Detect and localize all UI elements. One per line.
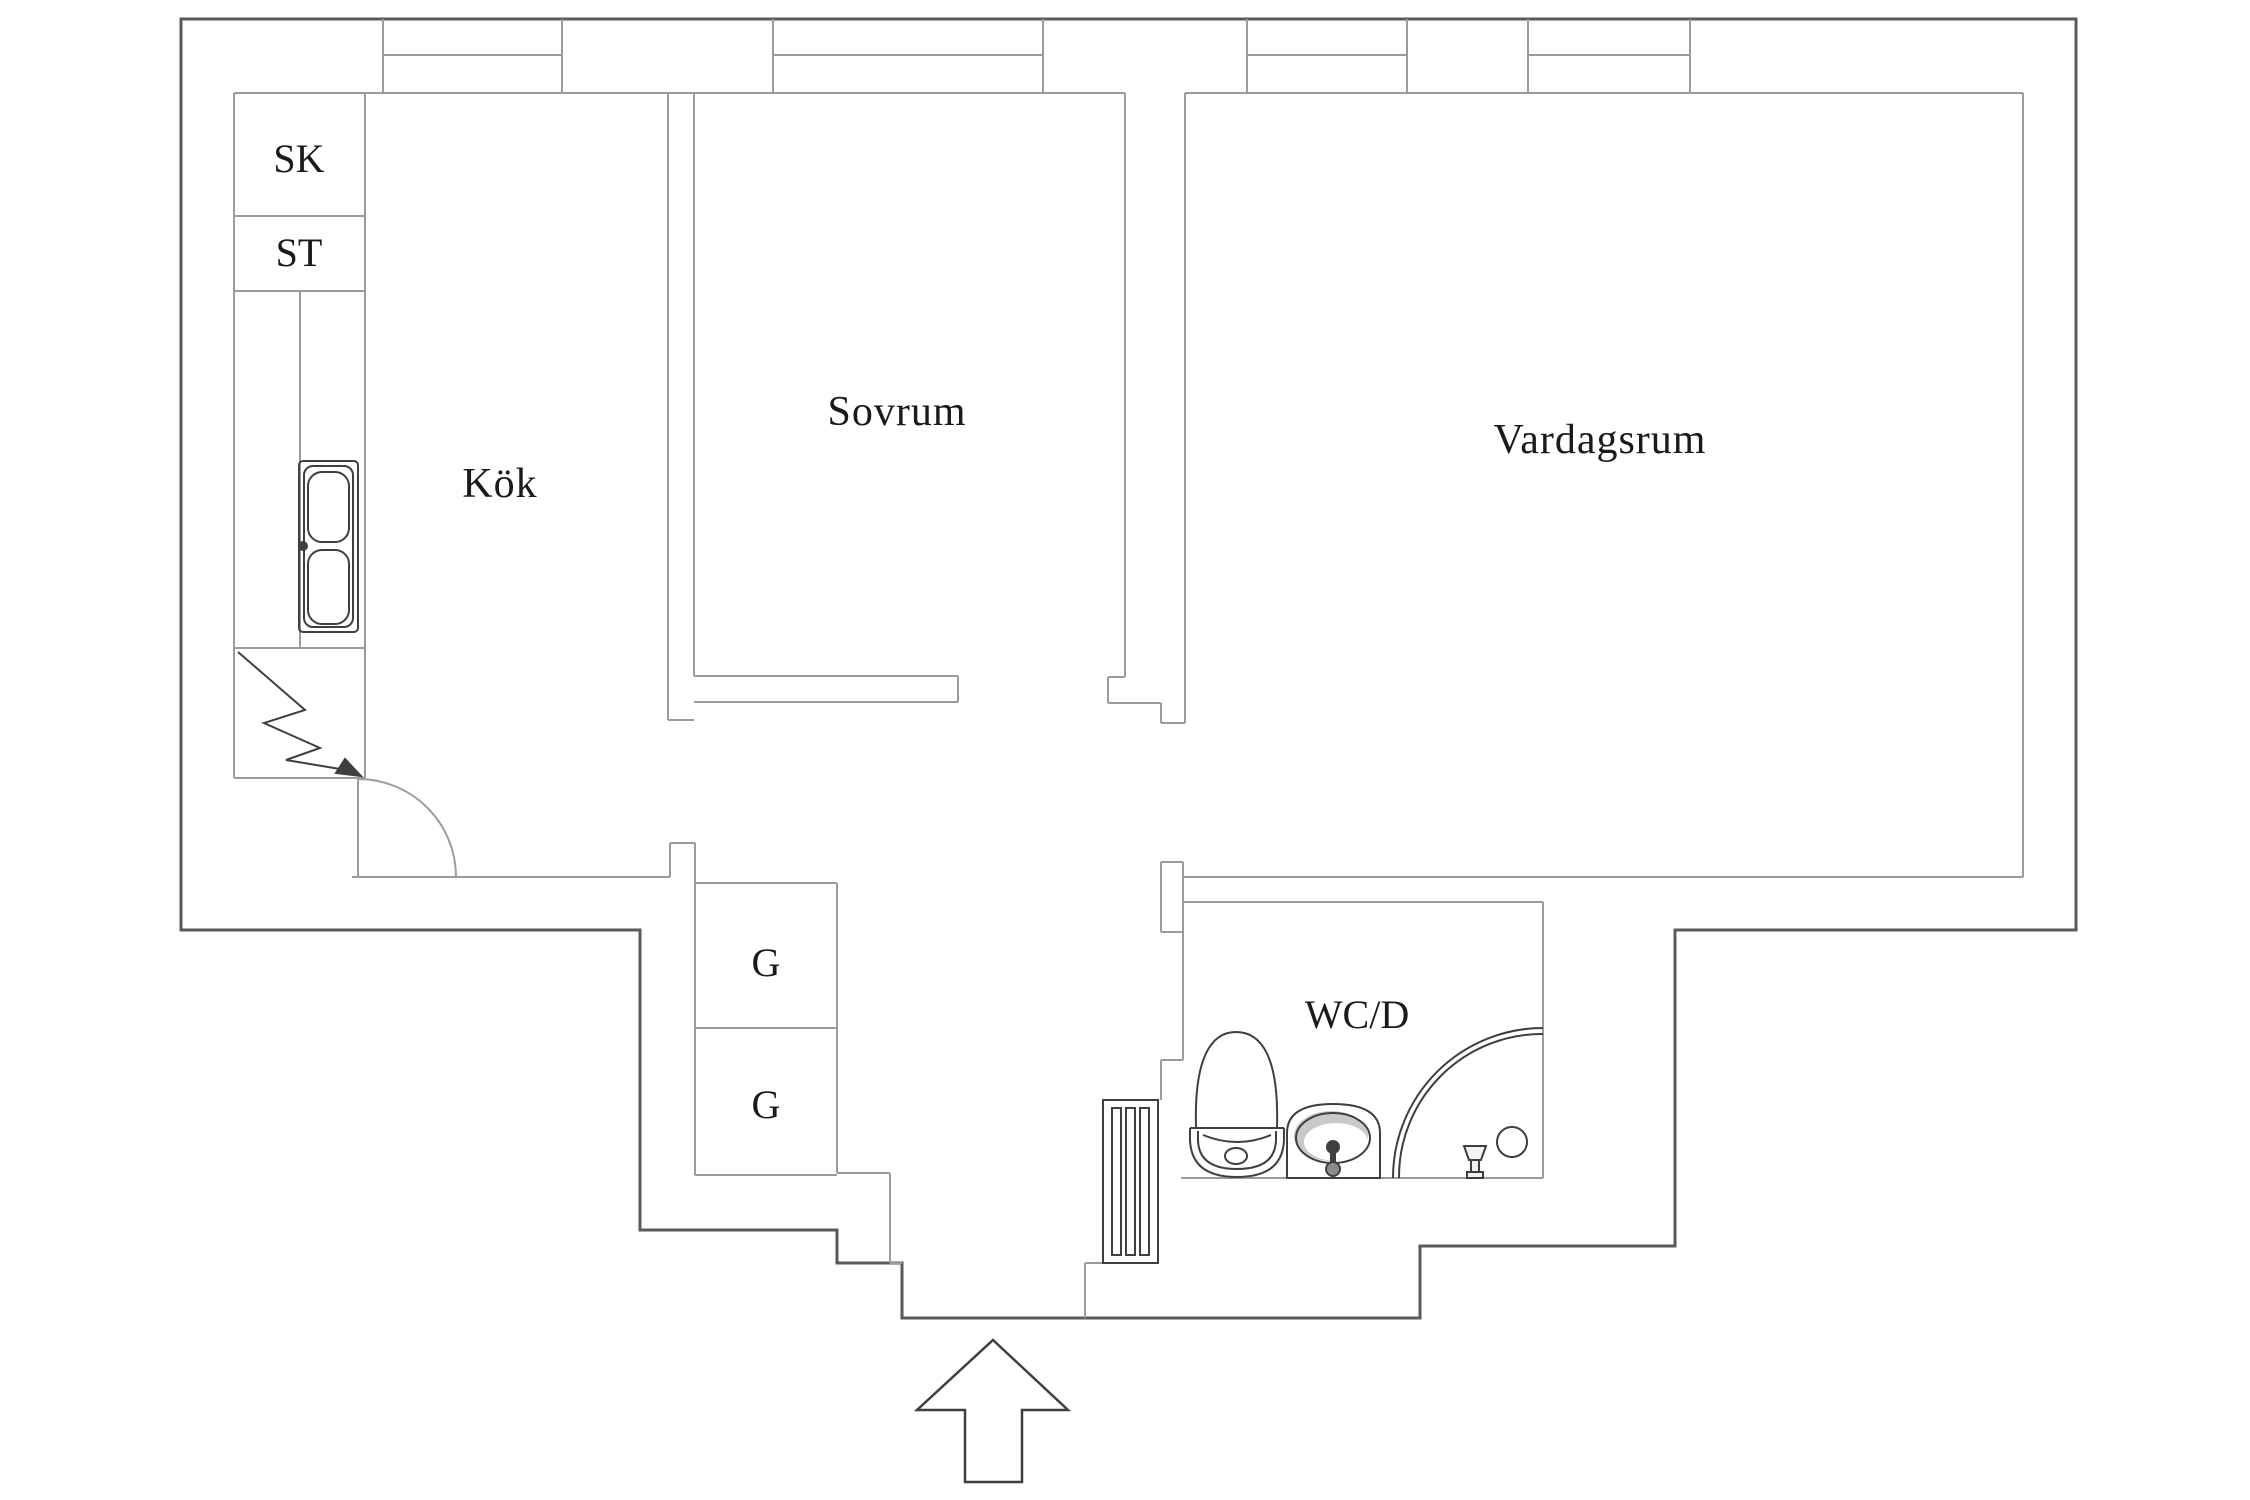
label-closet-sk: SK bbox=[273, 136, 324, 181]
shower-corner-arc-icon bbox=[1392, 1027, 1544, 1179]
interior-walls bbox=[233, 19, 2024, 1318]
label-closet-st: ST bbox=[276, 230, 323, 275]
wardrobe-walls bbox=[694, 843, 838, 1176]
entry-right-step bbox=[1084, 1262, 1103, 1318]
label-wardrobe-1: G bbox=[752, 940, 781, 985]
door-swing-arc-icon bbox=[357, 778, 457, 878]
label-living-room: Vardagsrum bbox=[1494, 417, 1707, 463]
outer-boundary bbox=[179, 17, 2078, 1320]
toilet-icon bbox=[1189, 1030, 1285, 1179]
label-wardrobe-2: G bbox=[752, 1082, 781, 1127]
window-icon bbox=[382, 19, 1691, 93]
bedroom-livingroom-wall bbox=[1107, 93, 1186, 724]
bedroom-bottom-wall bbox=[694, 675, 959, 703]
hall-top-wall bbox=[352, 842, 695, 878]
radiator-icon bbox=[1102, 1099, 1159, 1264]
kitchen-bedroom-wall bbox=[667, 93, 695, 721]
lightning-bolt-icon bbox=[237, 651, 364, 778]
entry-side-wall bbox=[837, 1172, 902, 1264]
room-labels: SK ST Kök Sovrum Vardagsrum G G WC/D bbox=[273, 136, 1707, 1127]
bathroom-top-wall bbox=[1183, 901, 1544, 1178]
entrance-arrow-icon bbox=[913, 1338, 1072, 1484]
washbasin-icon bbox=[1286, 1102, 1381, 1179]
label-bathroom: WC/D bbox=[1305, 992, 1409, 1037]
outer-walls bbox=[179, 17, 2078, 1320]
fixtures bbox=[237, 460, 1544, 1264]
label-bedroom: Sovrum bbox=[827, 389, 966, 435]
label-kitchen: Kök bbox=[462, 461, 537, 507]
bathroom-left-wall bbox=[1160, 861, 1184, 1100]
kitchen-sink-icon bbox=[298, 460, 359, 633]
